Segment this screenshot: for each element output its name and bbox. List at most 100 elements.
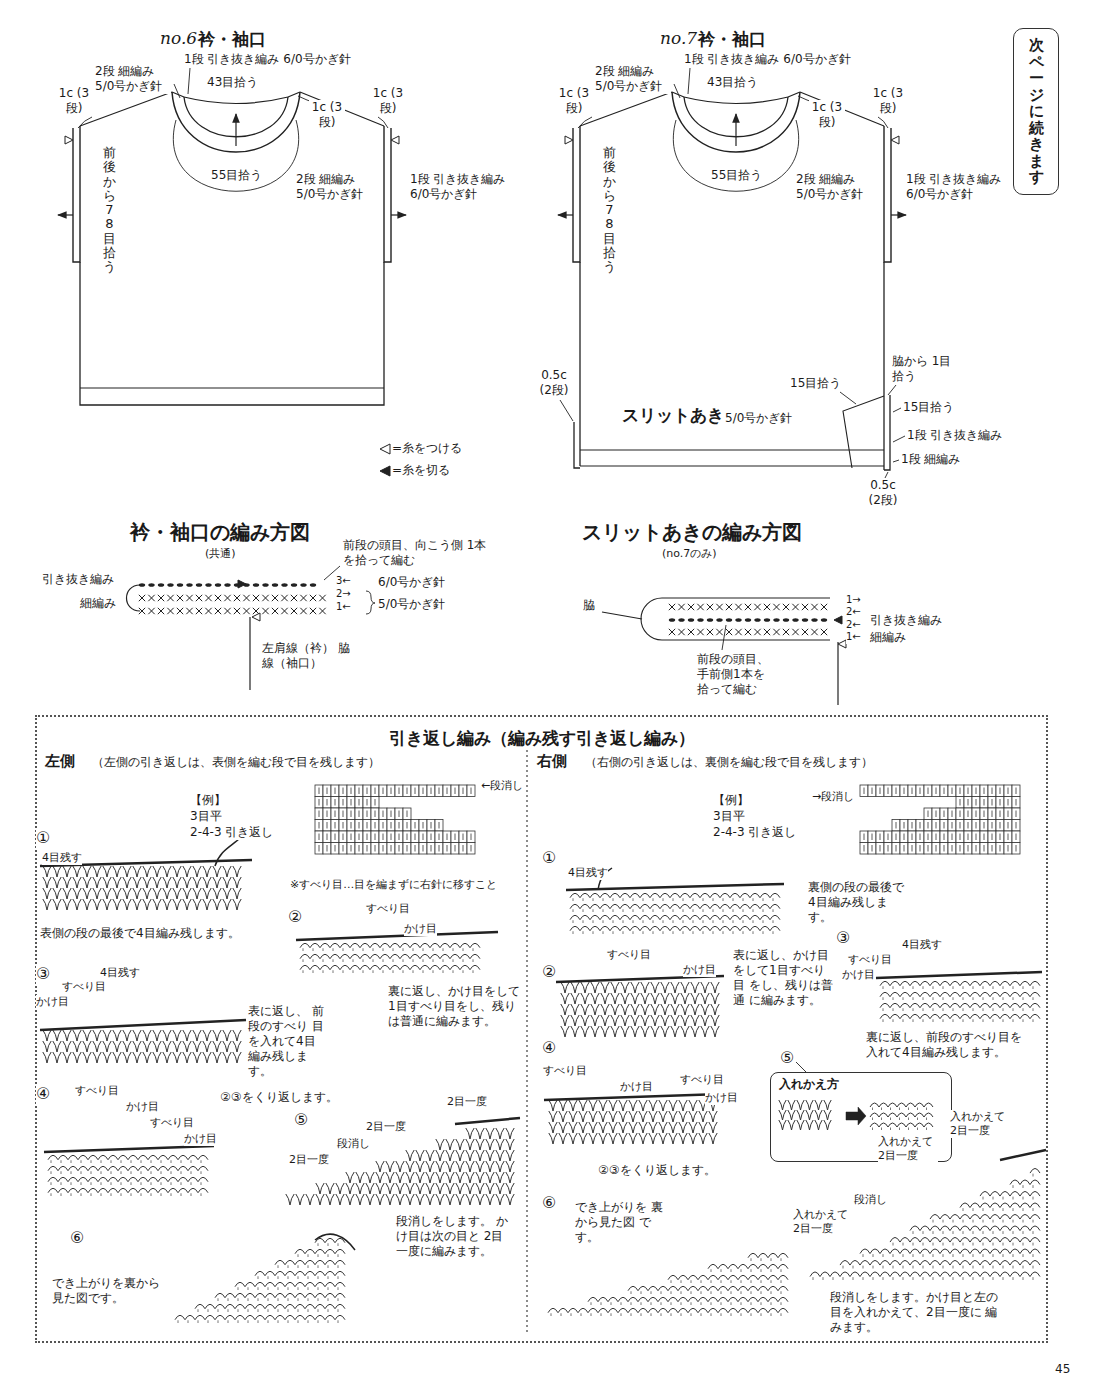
knit-stitch — [591, 1015, 599, 1026]
purl-stitch — [88, 1166, 98, 1170]
knit-stitch — [711, 1015, 719, 1026]
chart-mark — [327, 834, 328, 841]
knit-stitch — [621, 1015, 629, 1026]
purl-stitch — [470, 943, 480, 947]
knit-stitch — [815, 1100, 822, 1110]
purl-stitch — [61, 1182, 62, 1185]
purl-stitch — [380, 965, 390, 969]
purl-stitch — [960, 1214, 970, 1219]
purl-stitch — [872, 1118, 873, 1121]
knit-stitch — [496, 1172, 504, 1183]
purl-stitch — [897, 1113, 906, 1117]
knit-stitch — [589, 1100, 597, 1111]
purl-stitch — [1013, 1254, 1014, 1257]
purl-stitch — [713, 898, 714, 901]
purl-stitch — [920, 981, 930, 985]
chart-cell — [916, 831, 924, 843]
purl-stitch — [990, 981, 1000, 985]
knit-stitch — [611, 982, 619, 993]
purl-stitch — [570, 904, 580, 908]
purl-stitch — [295, 1249, 305, 1253]
purl-stitch — [758, 1264, 768, 1268]
purl-stitch — [228, 1320, 229, 1323]
slip-stitch-symbol — [792, 618, 798, 622]
knit-stitch — [123, 888, 131, 899]
chart-cell — [323, 785, 331, 797]
purl-stitch — [413, 970, 414, 973]
purl-stitch — [953, 1008, 954, 1011]
chart-cell — [1012, 820, 1020, 832]
chart-mark — [920, 845, 921, 852]
purl-stitch — [328, 1287, 329, 1290]
chart-cell — [940, 843, 948, 855]
single-crochet-symbol — [745, 604, 751, 610]
purl-stitch — [278, 1320, 279, 1323]
knit-stitch — [659, 1100, 667, 1111]
knit-stitch — [581, 982, 589, 993]
chart-cell — [988, 820, 996, 832]
purl-stitch — [983, 1277, 984, 1280]
purl-stitch — [960, 1272, 970, 1277]
purl-stitch — [1033, 1174, 1034, 1177]
purl-stitch — [915, 1103, 924, 1107]
purl-stitch — [285, 1260, 295, 1264]
purl-stitch — [300, 943, 310, 947]
chart-mark — [367, 788, 368, 795]
chart-mark — [912, 822, 913, 829]
purl-stitch — [990, 1014, 1000, 1018]
purl-stitch — [413, 948, 414, 951]
purl-stitch — [733, 920, 734, 923]
purl-stitch — [410, 943, 420, 947]
knit-stitch — [93, 899, 101, 910]
purl-stitch — [917, 1108, 918, 1111]
purl-stitch — [593, 920, 594, 923]
chart-mark — [928, 834, 929, 841]
knit-stitch — [669, 1133, 677, 1144]
purl-stitch — [881, 1118, 882, 1121]
purl-stitch — [318, 1320, 319, 1323]
chart-cell — [363, 843, 371, 855]
knit-fabric — [561, 982, 719, 1037]
purl-stitch — [443, 970, 444, 973]
purl-stitch — [138, 1155, 148, 1159]
chart-cell — [395, 831, 403, 843]
single-crochet-symbol — [688, 629, 694, 635]
knit-stitch — [661, 1026, 669, 1037]
purl-stitch — [953, 1277, 954, 1280]
purl-stitch — [318, 1265, 319, 1268]
join-yarn-symbol — [252, 613, 260, 621]
knit-stitch — [456, 1139, 464, 1150]
knit-stitch — [639, 1100, 647, 1111]
chart-cell — [451, 785, 459, 797]
chart-mark — [399, 822, 400, 829]
chart-cell — [435, 843, 443, 855]
chart-mark — [383, 845, 384, 852]
purl-stitch — [970, 1003, 980, 1007]
purl-stitch — [590, 915, 600, 919]
knit-stitch — [619, 1122, 627, 1133]
knit-stitch — [223, 888, 231, 899]
chart-cell — [363, 831, 371, 843]
purl-stitch — [58, 1166, 68, 1170]
purl-stitch — [335, 1304, 345, 1308]
knit-stitch — [193, 888, 201, 899]
purl-stitch — [993, 1277, 994, 1280]
purl-stitch — [917, 1118, 918, 1121]
chart-cell — [1004, 843, 1012, 855]
purl-stitch — [990, 1260, 1000, 1265]
purl-stitch — [748, 1264, 758, 1268]
join-yarn-symbol — [391, 136, 399, 144]
slip-stitch-symbol — [262, 583, 268, 587]
knit-stitch — [649, 1122, 657, 1133]
chart-mark — [968, 788, 969, 795]
knit-stitch — [103, 1030, 111, 1041]
purl-stitch — [773, 898, 774, 901]
purl-stitch — [158, 1166, 168, 1170]
purl-stitch — [81, 1193, 82, 1196]
chart-cell — [884, 843, 892, 855]
knit-stitch — [173, 899, 181, 910]
chart-cell — [379, 843, 387, 855]
knit-stitch — [611, 1015, 619, 1026]
purl-stitch — [1020, 1226, 1030, 1231]
purl-stitch — [630, 904, 640, 908]
